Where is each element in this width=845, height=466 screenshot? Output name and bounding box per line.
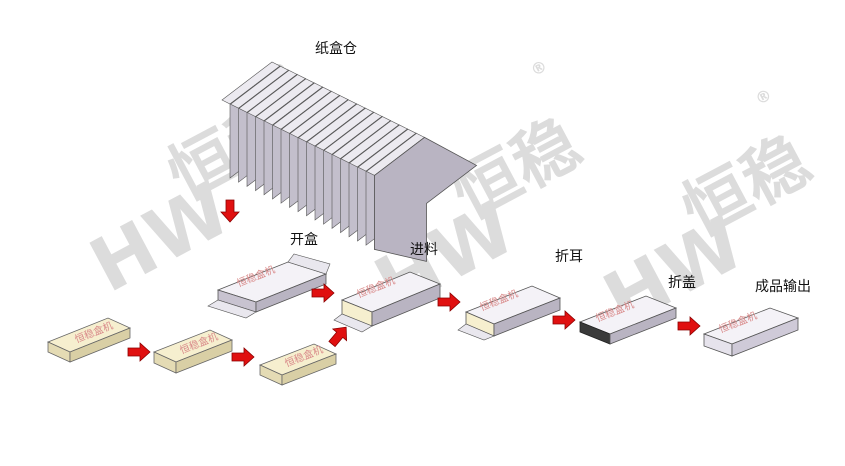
label-feed: 进料	[410, 242, 438, 258]
label-fold-ear: 折耳	[555, 249, 583, 265]
carton-finished: 恒稳盒机	[702, 307, 800, 357]
arrow-7	[677, 316, 701, 336]
label-magazine: 纸盒仓	[315, 41, 357, 57]
label-output: 成品输出	[755, 279, 811, 295]
carton-feed: 恒稳盒机	[333, 271, 442, 333]
carton-fold-ear: 恒稳盒机	[457, 285, 562, 341]
product-block-3: 恒稳盒机	[258, 343, 338, 386]
carton-blank-front-face	[374, 136, 478, 262]
carton-fold-lid: 恒稳盒机	[578, 295, 678, 345]
label-open-box: 开盒	[290, 232, 318, 248]
watermark-mark: ®	[527, 56, 550, 80]
product-block-2: 恒稳盒机	[152, 329, 234, 374]
carton-open: 恒稳盒机	[207, 253, 331, 319]
label-fold-lid: 折盖	[668, 275, 696, 291]
watermark-mark: ®	[752, 85, 775, 109]
carton-magazine-stack	[221, 61, 478, 262]
arrow-1	[127, 342, 151, 362]
product-block-1: 恒稳盒机	[46, 317, 132, 363]
arrow-2	[231, 347, 255, 367]
arrow-6	[552, 310, 576, 330]
